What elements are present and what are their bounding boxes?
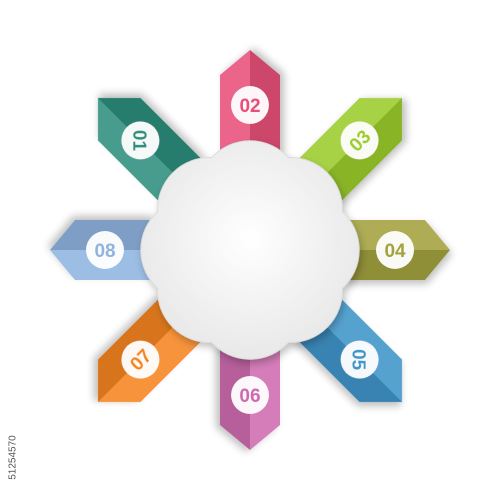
- arrow-07-badge: 07: [121, 340, 160, 379]
- arrow-05: 05: [295, 295, 403, 403]
- arrow-01: 01: [97, 97, 205, 205]
- number-badge-circle: [86, 231, 124, 269]
- number-badge-circle: [231, 86, 269, 124]
- stock-id-label: 51254570: [7, 435, 19, 480]
- arrow-03: 03: [295, 97, 403, 205]
- center-hub: [140, 140, 360, 360]
- arrow-number-label: 06: [239, 386, 260, 407]
- arrow-03-badge: 03: [340, 121, 379, 160]
- number-badge-circle: [121, 340, 160, 379]
- number-badge-circle: [340, 121, 379, 160]
- arrow-02-badge: 02: [231, 86, 269, 124]
- arrow-04: 04: [345, 220, 450, 280]
- arrow-08-badge: 08: [86, 231, 124, 269]
- number-badge-circle: [376, 231, 414, 269]
- arrow-06: 06: [220, 345, 280, 450]
- number-badge-circle: [231, 376, 269, 414]
- number-badge-circle: [121, 121, 160, 160]
- arrow-01-badge: 01: [121, 121, 160, 160]
- arrow-07: 07: [97, 295, 205, 403]
- arrow-08: 08: [50, 220, 155, 280]
- arrow-02: 02: [220, 50, 280, 155]
- arrow-05-badge: 05: [340, 340, 379, 379]
- arrow-number-label: 04: [384, 241, 406, 262]
- arrow-number-label: 08: [94, 241, 115, 262]
- arrow-06-badge: 06: [231, 376, 269, 414]
- number-badge-circle: [340, 340, 379, 379]
- arrow-number-label: 05: [348, 349, 369, 371]
- arrow-number-label: 01: [128, 130, 149, 152]
- hub-layer: [140, 140, 360, 360]
- arrow-number-label: 02: [239, 96, 260, 117]
- arrow-04-badge: 04: [376, 231, 414, 269]
- arrows-layer: 02 03 04 05 06 07 08 01: [50, 50, 450, 450]
